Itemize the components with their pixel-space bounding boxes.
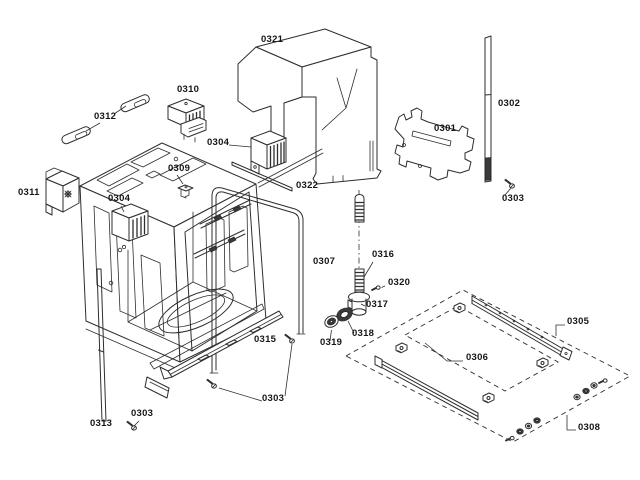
- part-0311-mounting-bracket: [45, 167, 80, 216]
- part-label-0320: 0320: [388, 277, 411, 288]
- part-label-0304-side: 0304: [108, 193, 131, 204]
- rail-clip-icon: [395, 342, 408, 354]
- screw-icon: [206, 378, 217, 389]
- part-label-0306: 0306: [466, 352, 489, 363]
- part-0312-fixing-brackets: [61, 94, 150, 145]
- part-label-0303-a: 0303: [502, 193, 525, 204]
- part-label-0302: 0302: [498, 98, 521, 109]
- part-0309-clip: [177, 184, 194, 199]
- part-0321-side-panel: [237, 28, 382, 185]
- screw-icon: [284, 333, 295, 344]
- rail-clip-icon: [482, 392, 495, 404]
- leader-lines: [85, 105, 576, 431]
- part-label-0309: 0309: [168, 163, 191, 174]
- part-0320-screw: [371, 285, 381, 292]
- part-label-0305: 0305: [567, 316, 590, 327]
- part-label-0308: 0308: [578, 422, 601, 433]
- part-label-0315: 0315: [254, 334, 277, 345]
- part-label-0317: 0317: [366, 299, 389, 310]
- screw-icon: [126, 420, 137, 431]
- part-label-0318: 0318: [352, 328, 375, 339]
- screw-icon: [504, 178, 515, 189]
- part-label-0312: 0312: [94, 111, 117, 122]
- part-label-0319: 0319: [320, 337, 343, 348]
- part-0322-trim-strip: [231, 148, 324, 192]
- part-label-0310: 0310: [177, 84, 200, 95]
- part-label-0304-top: 0304: [207, 137, 230, 148]
- part-label-0311: 0311: [18, 187, 40, 198]
- part-base-frame-kit: [345, 289, 631, 443]
- part-label-0303-c: 0303: [131, 408, 154, 419]
- part-label-0322: 0322: [296, 180, 319, 191]
- part-0304-latch-receiver: [250, 130, 287, 175]
- part-label-0303-b: 0303: [262, 393, 285, 404]
- part-label-0316: 0316: [372, 249, 395, 260]
- rail-clip-icon: [453, 302, 466, 314]
- part-0302-rear-strip: [484, 35, 492, 183]
- part-0313-side-strip: [96, 268, 107, 422]
- part-0301-rear-bracket: [394, 107, 475, 181]
- part-0306-mounting-rail: [374, 355, 479, 421]
- part-label-0321: 0321: [261, 34, 284, 45]
- part-label-0307: 0307: [313, 256, 336, 267]
- part-0316-spindle-assembly: [324, 190, 381, 328]
- part-label-0301: 0301: [434, 123, 457, 134]
- part-0310-door-latch: [167, 98, 207, 143]
- part-0305-mounting-rail: [471, 295, 573, 361]
- part-0304-side-bracket: [111, 203, 149, 250]
- part-label-0313: 0313: [90, 418, 113, 429]
- rail-clip-icon: [536, 357, 549, 369]
- part-0307-door-seal-frame: [209, 187, 306, 374]
- part-0315-base-rail: [144, 303, 284, 399]
